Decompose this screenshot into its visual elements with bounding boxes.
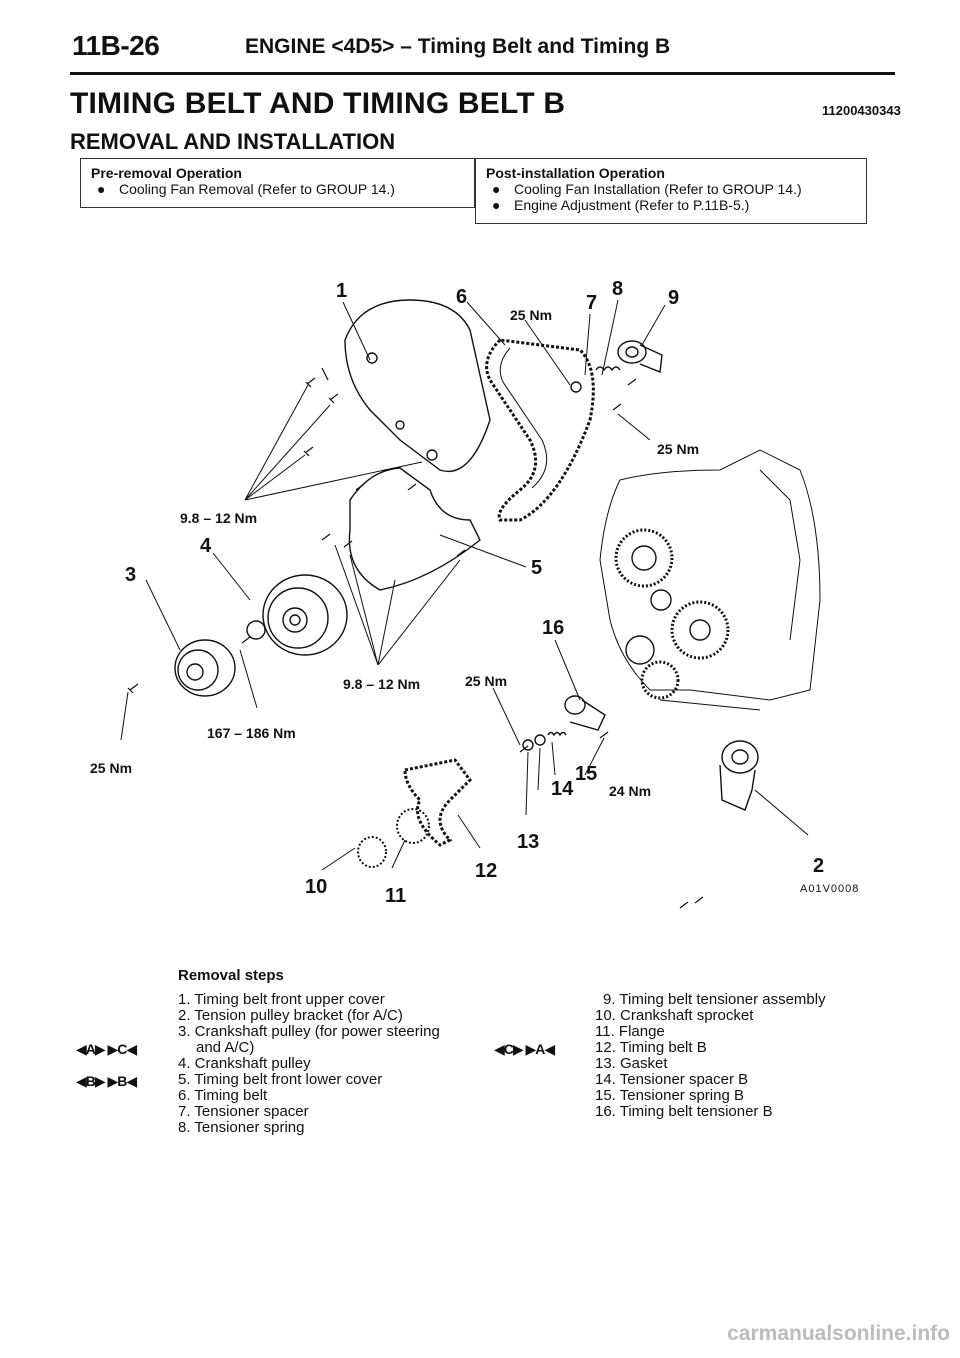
callout-12: 12	[475, 860, 498, 882]
removal-step: 12. Timing belt B	[595, 1039, 707, 1056]
page-number: 11B-26	[72, 30, 160, 61]
callout-2: 2	[813, 855, 825, 877]
crankshaft-sprocket-illustration	[357, 808, 430, 868]
callout-4: 4	[200, 535, 212, 557]
tension-pulley-bracket-illustration	[719, 740, 759, 811]
removal-step: 1. Timing belt front upper cover	[178, 991, 385, 1008]
removal-step: 8. Tensioner spring	[178, 1119, 305, 1136]
removal-step: 9. Timing belt tensioner assembly	[603, 991, 826, 1008]
pre-removal-item-text: Cooling Fan Removal (Refer to GROUP 14.)	[119, 181, 395, 197]
header-divider	[70, 72, 895, 75]
pre-removal-title: Pre-removal Operation	[91, 165, 242, 181]
torque-label: 25 Nm	[657, 441, 700, 457]
removal-step: 4. Crankshaft pulley	[178, 1055, 311, 1072]
callout-16: 16	[542, 617, 565, 639]
bolts-illustration	[127, 367, 704, 909]
watermark: carmanualsonline.info	[727, 1322, 950, 1345]
removal-steps-title: Removal steps	[178, 967, 284, 984]
callout-13: 13	[517, 831, 540, 853]
lower-cover-illustration	[348, 467, 481, 591]
timing-belt-illustration	[485, 338, 595, 522]
crankshaft-pulley-illustration	[246, 574, 348, 656]
callout-1: 1	[336, 280, 348, 302]
removal-step: 14. Tensioner spacer B	[595, 1071, 749, 1088]
engine-block-illustration	[599, 449, 821, 701]
pre-removal-box: Pre-removal Operation ● Cooling Fan Remov…	[80, 158, 475, 208]
timing-belt-b-illustration	[403, 758, 472, 847]
torque-label: 25 Nm	[465, 673, 508, 689]
tensioner-assembly-illustration	[617, 340, 663, 373]
removal-step: 5. Timing belt front lower cover	[178, 1071, 383, 1088]
removal-steps-right: 9. Timing belt tensioner assembly 10. Cr…	[595, 992, 826, 1120]
spacer-spring-b-illustration	[522, 731, 567, 751]
removal-step: 13. Gasket	[595, 1055, 668, 1072]
procedure-marker: ◀B▶ ▶B◀	[76, 1073, 137, 1089]
upper-cover-illustration	[344, 299, 491, 472]
section-code: 11200430343	[822, 103, 901, 118]
removal-steps-left: 1. Timing belt front upper cover 2. Tens…	[178, 992, 440, 1136]
leader-lines	[120, 299, 809, 871]
bullet-icon: ●	[97, 181, 106, 197]
post-installation-item-text: Cooling Fan Installation (Refer to GROUP…	[514, 181, 802, 197]
bullet-icon: ●	[492, 197, 501, 213]
removal-step: 6. Timing belt	[178, 1087, 268, 1104]
post-installation-title: Post-installation Operation	[486, 165, 665, 181]
section-title: TIMING BELT AND TIMING BELT B	[70, 87, 566, 120]
callout-9: 9	[668, 287, 680, 309]
torque-label: 24 Nm	[609, 783, 652, 799]
tensioner-spring-illustration	[570, 366, 621, 393]
callout-15: 15	[575, 763, 598, 785]
figure-code: A01V0008	[800, 883, 860, 895]
removal-step: 7. Tensioner spacer	[178, 1103, 309, 1120]
torque-label: 9.8 – 12 Nm	[343, 676, 421, 692]
procedure-marker: ◀C▶ ▶A◀	[494, 1041, 555, 1057]
callout-6: 6	[456, 286, 468, 308]
exploded-diagram	[120, 299, 821, 909]
power-steering-pulley-illustration	[174, 639, 236, 697]
post-installation-box: Post-installation Operation ● Cooling Fan…	[475, 158, 867, 224]
camshaft-sprocket-illustration	[614, 528, 730, 700]
post-installation-item-text: Engine Adjustment (Refer to P.11B-5.)	[514, 197, 750, 213]
callout-11: 11	[385, 885, 407, 907]
removal-step: 2. Tension pulley bracket (for A/C)	[178, 1007, 403, 1024]
bullet-icon: ●	[492, 181, 501, 197]
removal-step: 15. Tensioner spring B	[595, 1087, 744, 1104]
torque-label: 25 Nm	[510, 307, 553, 323]
procedure-marker: ◀A▶ ▶C◀	[76, 1041, 137, 1057]
callout-8: 8	[612, 278, 624, 300]
torque-label: 9.8 – 12 Nm	[180, 510, 258, 526]
removal-step: 3. Crankshaft pulley (for power steering	[178, 1023, 440, 1040]
callout-14: 14	[551, 778, 574, 800]
torque-label: 167 – 186 Nm	[207, 725, 296, 741]
torque-label: 25 Nm	[90, 760, 133, 776]
pre-removal-item: ● Cooling Fan Removal (Refer to GROUP 14.…	[91, 181, 464, 197]
callout-10: 10	[305, 876, 328, 898]
removal-step: 10. Crankshaft sprocket	[595, 1007, 754, 1024]
post-installation-item: ● Engine Adjustment (Refer to P.11B-5.)	[486, 197, 856, 213]
callout-7: 7	[586, 292, 598, 314]
removal-step: 16. Timing belt tensioner B	[595, 1103, 773, 1120]
callout-5: 5	[531, 557, 543, 579]
post-installation-item: ● Cooling Fan Installation (Refer to GROU…	[486, 181, 856, 197]
tensioner-b-illustration	[564, 695, 606, 731]
callout-3: 3	[125, 564, 137, 586]
removal-step: and A/C)	[196, 1039, 255, 1056]
section-subtitle: REMOVAL AND INSTALLATION	[70, 129, 396, 154]
removal-step: 11. Flange	[595, 1023, 665, 1040]
page-header-title: ENGINE <4D5> – Timing Belt and Timing B	[245, 35, 671, 58]
